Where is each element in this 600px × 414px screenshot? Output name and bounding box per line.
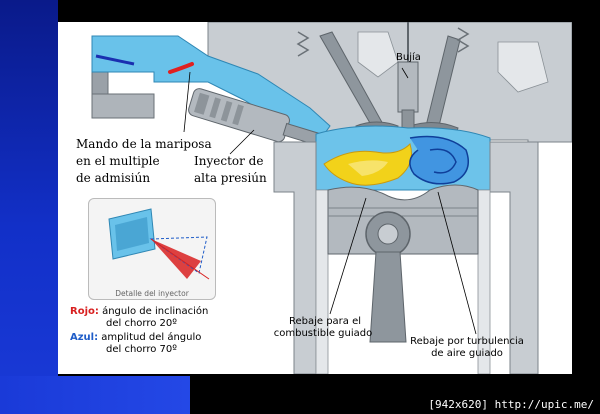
image-size-footer: [942x620] http://upic.me/: [428, 398, 594, 411]
red-note-text-1: ángulo de inclinación: [102, 306, 209, 317]
blue-note-key: Azul:: [70, 332, 99, 343]
red-note-line-1: Rojo: ángulo de inclinación: [70, 306, 208, 318]
throttle-control-label-line-1: Mando de la mariposa: [76, 137, 212, 151]
leader-fuel-recess: [329, 197, 367, 315]
air-turbulence: [409, 135, 469, 185]
blue-note-text-1: amplitud del ángulo: [101, 332, 202, 343]
high-pressure-injector: [188, 88, 322, 147]
fuel-recess-label-line-2: combustible guiado: [273, 328, 373, 339]
fuel-recess-label-line-1: Rebaje para el: [288, 316, 362, 327]
cylinder-liner-left: [315, 189, 329, 374]
head-cooling-passage: [357, 31, 399, 78]
engine-cross-section: [91, 22, 572, 374]
leader-injector: [229, 129, 255, 155]
blue-note-line-1: Azul: amplitud del ángulo: [70, 332, 201, 344]
injector-detail-drawing: [108, 208, 210, 280]
turbulence-swirl: [429, 148, 457, 174]
injector-label-line-2: alta presiún: [194, 171, 267, 185]
spray-cone-red: [151, 239, 201, 279]
intake-valve-spring: [296, 31, 310, 57]
throttle-butterfly: [95, 54, 135, 66]
diagram-panel: Bujía Mando de la mariposa en el multipl…: [58, 22, 572, 374]
injector-detail-inset: Detalle del inyector: [88, 198, 216, 300]
turbulence-recess-label-line-1: Rebaje por turbulencia: [410, 336, 524, 347]
throttle-control-label-line-2: en el multiple: [76, 154, 160, 168]
blue-note-text-2: del chorro 70º: [106, 344, 177, 355]
exhaust-valve-spring: [456, 27, 470, 53]
throttle-control-label-line-3: de admisiún: [76, 171, 151, 185]
bottom-blue-band: [0, 376, 190, 414]
leader-throttle: [183, 71, 191, 133]
throttle-control-marker: [168, 62, 194, 74]
connecting-rod: [365, 211, 411, 343]
leader-spark-plug: [401, 67, 409, 79]
cylinder-liner-right: [477, 189, 491, 374]
spark-plug: [397, 22, 419, 129]
cylinder-wall-left: [273, 141, 317, 374]
red-note-key: Rojo:: [70, 306, 99, 317]
turbulence-recess-label-line-2: de aire guiado: [431, 348, 503, 359]
left-blue-band: [0, 0, 58, 414]
fuel-jet-core: [348, 160, 388, 176]
throttle-housing-lower: [91, 93, 155, 119]
leader-turbulence-recess: [437, 191, 477, 335]
injector-label-line-1: Inyector de: [194, 154, 264, 168]
red-note-text-2: del chorro 20º: [106, 318, 177, 329]
injector-detail-caption: Detalle del inyector: [115, 289, 189, 298]
head-cooling-passage-2: [497, 41, 549, 93]
spark-plug-label: Bujía: [396, 52, 421, 63]
